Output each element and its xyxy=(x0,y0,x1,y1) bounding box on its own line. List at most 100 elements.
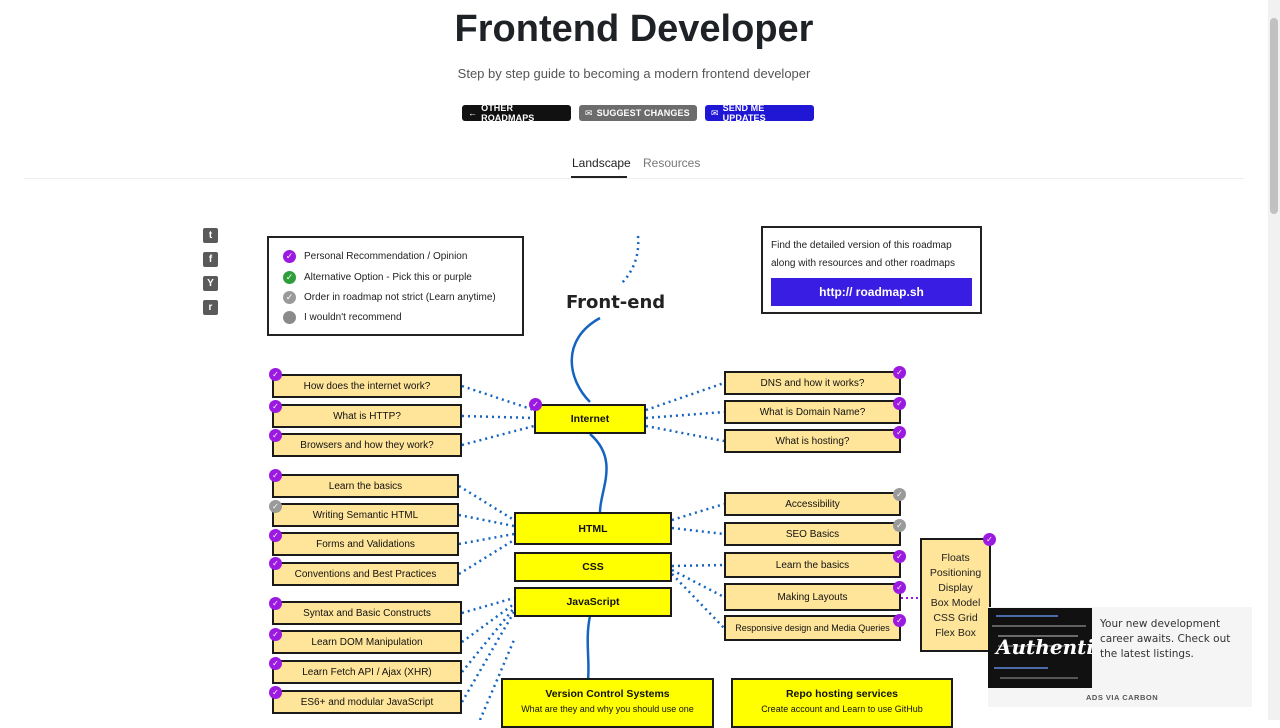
check-badge-icon: ✓ xyxy=(269,657,282,670)
other-roadmaps-label: OTHER ROADMAPS xyxy=(481,103,535,123)
node-html-left-3[interactable]: Conventions and Best Practices xyxy=(272,562,459,586)
roadmap-connectors xyxy=(458,235,920,720)
suggest-changes-button[interactable]: ✉ SUGGEST CHANGES xyxy=(579,105,697,121)
node-internet-left-2[interactable]: Browsers and how they work? xyxy=(272,433,462,457)
legend-item-order: ✓ Order in roadmap not strict (Learn any… xyxy=(283,291,496,304)
node-css[interactable]: CSS xyxy=(514,552,672,582)
active-tab-indicator xyxy=(571,176,627,178)
check-badge-icon: ✓ xyxy=(269,368,282,381)
facebook-icon[interactable]: f xyxy=(203,252,218,267)
check-badge-icon: ✓ xyxy=(269,628,282,641)
node-html-right-0[interactable]: Accessibility xyxy=(724,492,901,516)
ad-image[interactable]: Authentic xyxy=(988,608,1092,688)
check-badge-icon: ✓ xyxy=(893,397,906,410)
check-circle-icon: ✓ xyxy=(283,250,296,263)
layout-item: Flex Box xyxy=(935,626,976,639)
ad-logo-text: Authentic xyxy=(994,635,1092,659)
node-js-left-1[interactable]: Learn DOM Manipulation xyxy=(272,630,462,654)
layout-techniques-box[interactable]: Floats Positioning Display Box Model CSS… xyxy=(920,538,991,652)
node-internet-right-2[interactable]: What is hosting? xyxy=(724,429,901,453)
check-circle-icon: ✓ xyxy=(283,271,296,284)
node-css-right-1[interactable]: Making Layouts xyxy=(724,583,901,611)
legend-item-not-recommended: I wouldn't recommend xyxy=(283,311,402,324)
check-badge-icon: ✓ xyxy=(529,398,542,411)
twitter-icon[interactable]: t xyxy=(203,228,218,243)
envelope-icon: ✉ xyxy=(711,107,719,118)
layout-item: Floats xyxy=(941,551,970,564)
node-html-left-2[interactable]: Forms and Validations xyxy=(272,532,459,556)
legend-label: Order in roadmap not strict (Learn anyti… xyxy=(304,292,496,303)
check-badge-icon: ✓ xyxy=(893,488,906,501)
check-badge-icon: ✓ xyxy=(269,500,282,513)
node-html-right-1[interactable]: SEO Basics xyxy=(724,522,901,546)
legend-label: I wouldn't recommend xyxy=(304,312,402,323)
check-badge-icon: ✓ xyxy=(893,426,906,439)
send-updates-button[interactable]: ✉ SEND ME UPDATES xyxy=(705,103,814,123)
check-badge-icon: ✓ xyxy=(269,686,282,699)
layout-item: Positioning xyxy=(929,566,982,579)
carbon-ad[interactable]: Authentic Your new development career aw… xyxy=(988,607,1252,707)
legend-item-alternative: ✓ Alternative Option - Pick this or purp… xyxy=(283,271,472,284)
check-badge-icon: ✓ xyxy=(269,597,282,610)
vcs-title: Version Control Systems xyxy=(545,688,670,700)
check-badge-icon: ✓ xyxy=(269,400,282,413)
other-roadmaps-button[interactable]: ← OTHER ROADMAPS xyxy=(462,103,571,123)
roadmap-link-button[interactable]: http:// roadmap.sh xyxy=(771,278,972,306)
layout-item: Display xyxy=(938,581,973,594)
node-repo-hosting[interactable]: Repo hosting services Create account and… xyxy=(731,678,953,728)
vcs-subtitle: What are they and why you should use one xyxy=(521,704,694,714)
node-js-left-0[interactable]: Syntax and Basic Constructs xyxy=(272,601,462,625)
legend-label: Alternative Option - Pick this or purple xyxy=(304,272,472,283)
check-badge-icon: ✓ xyxy=(983,533,996,546)
node-internet-left-0[interactable]: How does the internet work? xyxy=(272,374,462,398)
tabs-divider xyxy=(24,178,1244,179)
check-badge-icon: ✓ xyxy=(269,429,282,442)
info-text: Find the detailed version of this roadma… xyxy=(771,240,955,269)
legend-item-recommended: ✓ Personal Recommendation / Opinion xyxy=(283,250,467,263)
check-badge-icon: ✓ xyxy=(893,519,906,532)
node-js-left-3[interactable]: ES6+ and modular JavaScript xyxy=(272,690,462,714)
node-html-left-0[interactable]: Learn the basics xyxy=(272,474,459,498)
grey-circle-icon xyxy=(283,311,296,324)
check-badge-icon: ✓ xyxy=(269,529,282,542)
check-badge-icon: ✓ xyxy=(893,581,906,594)
node-javascript[interactable]: JavaScript xyxy=(514,587,672,617)
node-internet-right-1[interactable]: What is Domain Name? xyxy=(724,400,901,424)
roadmap-title: Front-end xyxy=(566,292,666,313)
check-badge-icon: ✓ xyxy=(269,469,282,482)
ad-label[interactable]: ADS VIA CARBON xyxy=(1086,693,1159,702)
repo-title: Repo hosting services xyxy=(785,688,899,700)
node-html-left-1[interactable]: Writing Semantic HTML xyxy=(272,503,459,527)
reddit-icon[interactable]: r xyxy=(203,300,218,315)
ad-text[interactable]: Your new development career awaits. Chec… xyxy=(1100,618,1231,660)
info-box: Find the detailed version of this roadma… xyxy=(761,226,982,314)
check-badge-icon: ✓ xyxy=(893,550,906,563)
legend: ✓ Personal Recommendation / Opinion ✓ Al… xyxy=(267,236,524,336)
layout-item: CSS Grid xyxy=(933,611,978,624)
check-badge-icon: ✓ xyxy=(893,366,906,379)
node-internet[interactable]: Internet xyxy=(534,404,646,434)
node-html[interactable]: HTML xyxy=(514,512,672,545)
suggest-changes-label: SUGGEST CHANGES xyxy=(596,108,690,118)
tab-resources[interactable]: Resources xyxy=(643,156,701,170)
node-js-left-2[interactable]: Learn Fetch API / Ajax (XHR) xyxy=(272,660,462,684)
check-badge-icon: ✓ xyxy=(269,557,282,570)
hackernews-icon[interactable]: Y xyxy=(203,276,218,291)
node-css-right-2[interactable]: Responsive design and Media Queries xyxy=(724,615,901,641)
node-internet-left-1[interactable]: What is HTTP? xyxy=(272,404,462,428)
page-subtitle: Step by step guide to becoming a modern … xyxy=(457,66,811,81)
send-updates-label: SEND ME UPDATES xyxy=(722,103,766,123)
legend-label: Personal Recommendation / Opinion xyxy=(304,251,468,262)
node-css-right-0[interactable]: Learn the basics xyxy=(724,552,901,578)
layout-item: Box Model xyxy=(930,596,981,609)
repo-subtitle: Create account and Learn to use GitHub xyxy=(761,704,923,714)
node-version-control[interactable]: Version Control Systems What are they an… xyxy=(501,678,714,728)
node-internet-right-0[interactable]: DNS and how it works? xyxy=(724,371,901,395)
megaphone-icon: ✉ xyxy=(585,107,593,118)
tab-landscape[interactable]: Landscape xyxy=(572,156,631,170)
arrow-left-icon: ← xyxy=(468,108,478,118)
check-badge-icon: ✓ xyxy=(893,614,906,627)
page-title: Frontend Developer xyxy=(454,8,814,50)
scrollbar-thumb[interactable] xyxy=(1270,18,1278,214)
ad-code-background: Authentic xyxy=(992,615,1092,679)
